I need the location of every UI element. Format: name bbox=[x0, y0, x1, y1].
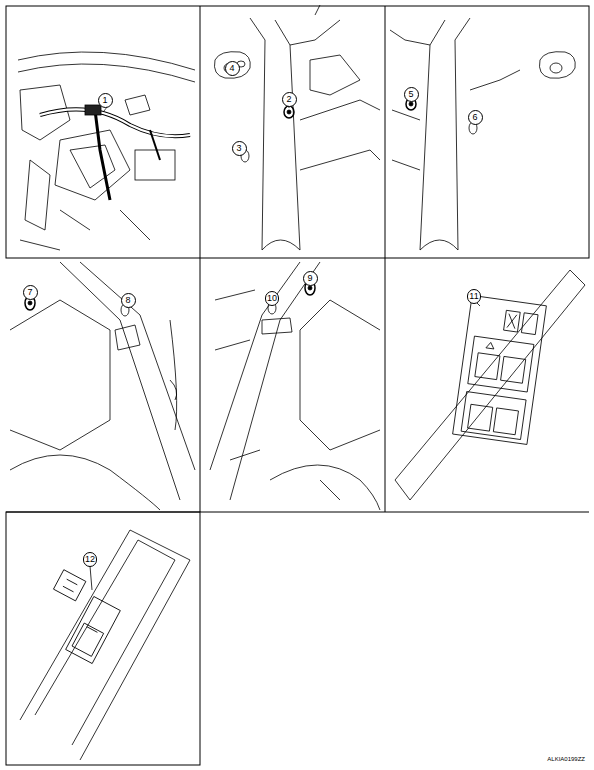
callout-number: 5 bbox=[404, 87, 419, 102]
callout-number: 12 bbox=[83, 552, 97, 567]
callout-number: 4 bbox=[225, 61, 240, 76]
callout-number: 11 bbox=[467, 289, 480, 304]
callout-number: 3 bbox=[232, 141, 247, 156]
callout-number: 9 bbox=[303, 271, 318, 286]
callout-number: 10 bbox=[265, 291, 279, 306]
callout-number: 6 bbox=[468, 110, 483, 125]
figure-code: ALKIA0199ZZ bbox=[547, 756, 585, 762]
callout-number: 1 bbox=[98, 93, 113, 108]
callout-number: 8 bbox=[121, 293, 136, 308]
callout-number: 7 bbox=[23, 285, 38, 300]
callout-number: 2 bbox=[282, 92, 297, 107]
